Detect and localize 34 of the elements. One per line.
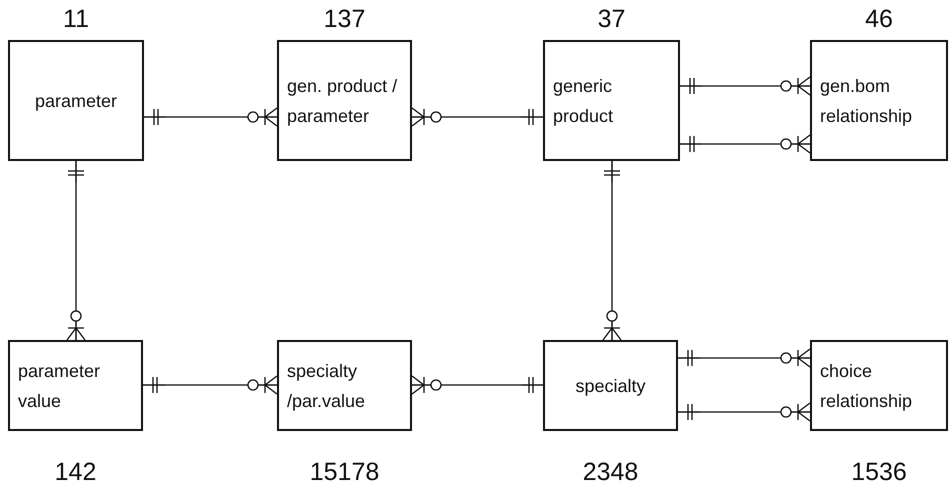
entity-box bbox=[543, 340, 678, 431]
entity-name: parameter bbox=[34, 90, 118, 113]
entity-name: parameter value bbox=[18, 360, 102, 412]
entity-name: specialty bbox=[575, 374, 646, 398]
record-count: 1536 bbox=[850, 457, 908, 487]
relationship-line bbox=[411, 107, 544, 127]
relationship-line bbox=[66, 160, 86, 341]
entity-box bbox=[810, 40, 948, 161]
relationship-line bbox=[143, 107, 278, 127]
entity-box bbox=[543, 40, 680, 161]
entity-name: gen. product / parameter bbox=[287, 74, 398, 128]
relationship-line bbox=[411, 375, 544, 395]
relationship-line bbox=[679, 76, 811, 96]
record-count: 142 bbox=[54, 457, 98, 487]
record-count: 15178 bbox=[308, 457, 380, 487]
entity-box bbox=[8, 340, 143, 431]
entity-name: gen.bom relationship bbox=[820, 74, 914, 128]
entity-box bbox=[277, 40, 412, 161]
relationship-line bbox=[602, 160, 622, 341]
record-count: 11 bbox=[62, 4, 90, 34]
entity-name: generic product bbox=[553, 74, 614, 128]
entity-name: choice relationship bbox=[820, 360, 914, 413]
entity-box bbox=[810, 340, 948, 431]
entity-name: specialty /par.value bbox=[287, 360, 366, 413]
record-count: 2348 bbox=[582, 457, 640, 487]
entity-box bbox=[277, 340, 412, 431]
relationship-line bbox=[677, 348, 811, 368]
record-count: 46 bbox=[864, 4, 894, 34]
relationship-line bbox=[677, 402, 811, 422]
record-count: 37 bbox=[596, 4, 626, 34]
record-count: 137 bbox=[322, 4, 366, 34]
relationship-line bbox=[679, 134, 811, 154]
relationship-line bbox=[142, 375, 278, 395]
entity-box bbox=[8, 40, 144, 161]
